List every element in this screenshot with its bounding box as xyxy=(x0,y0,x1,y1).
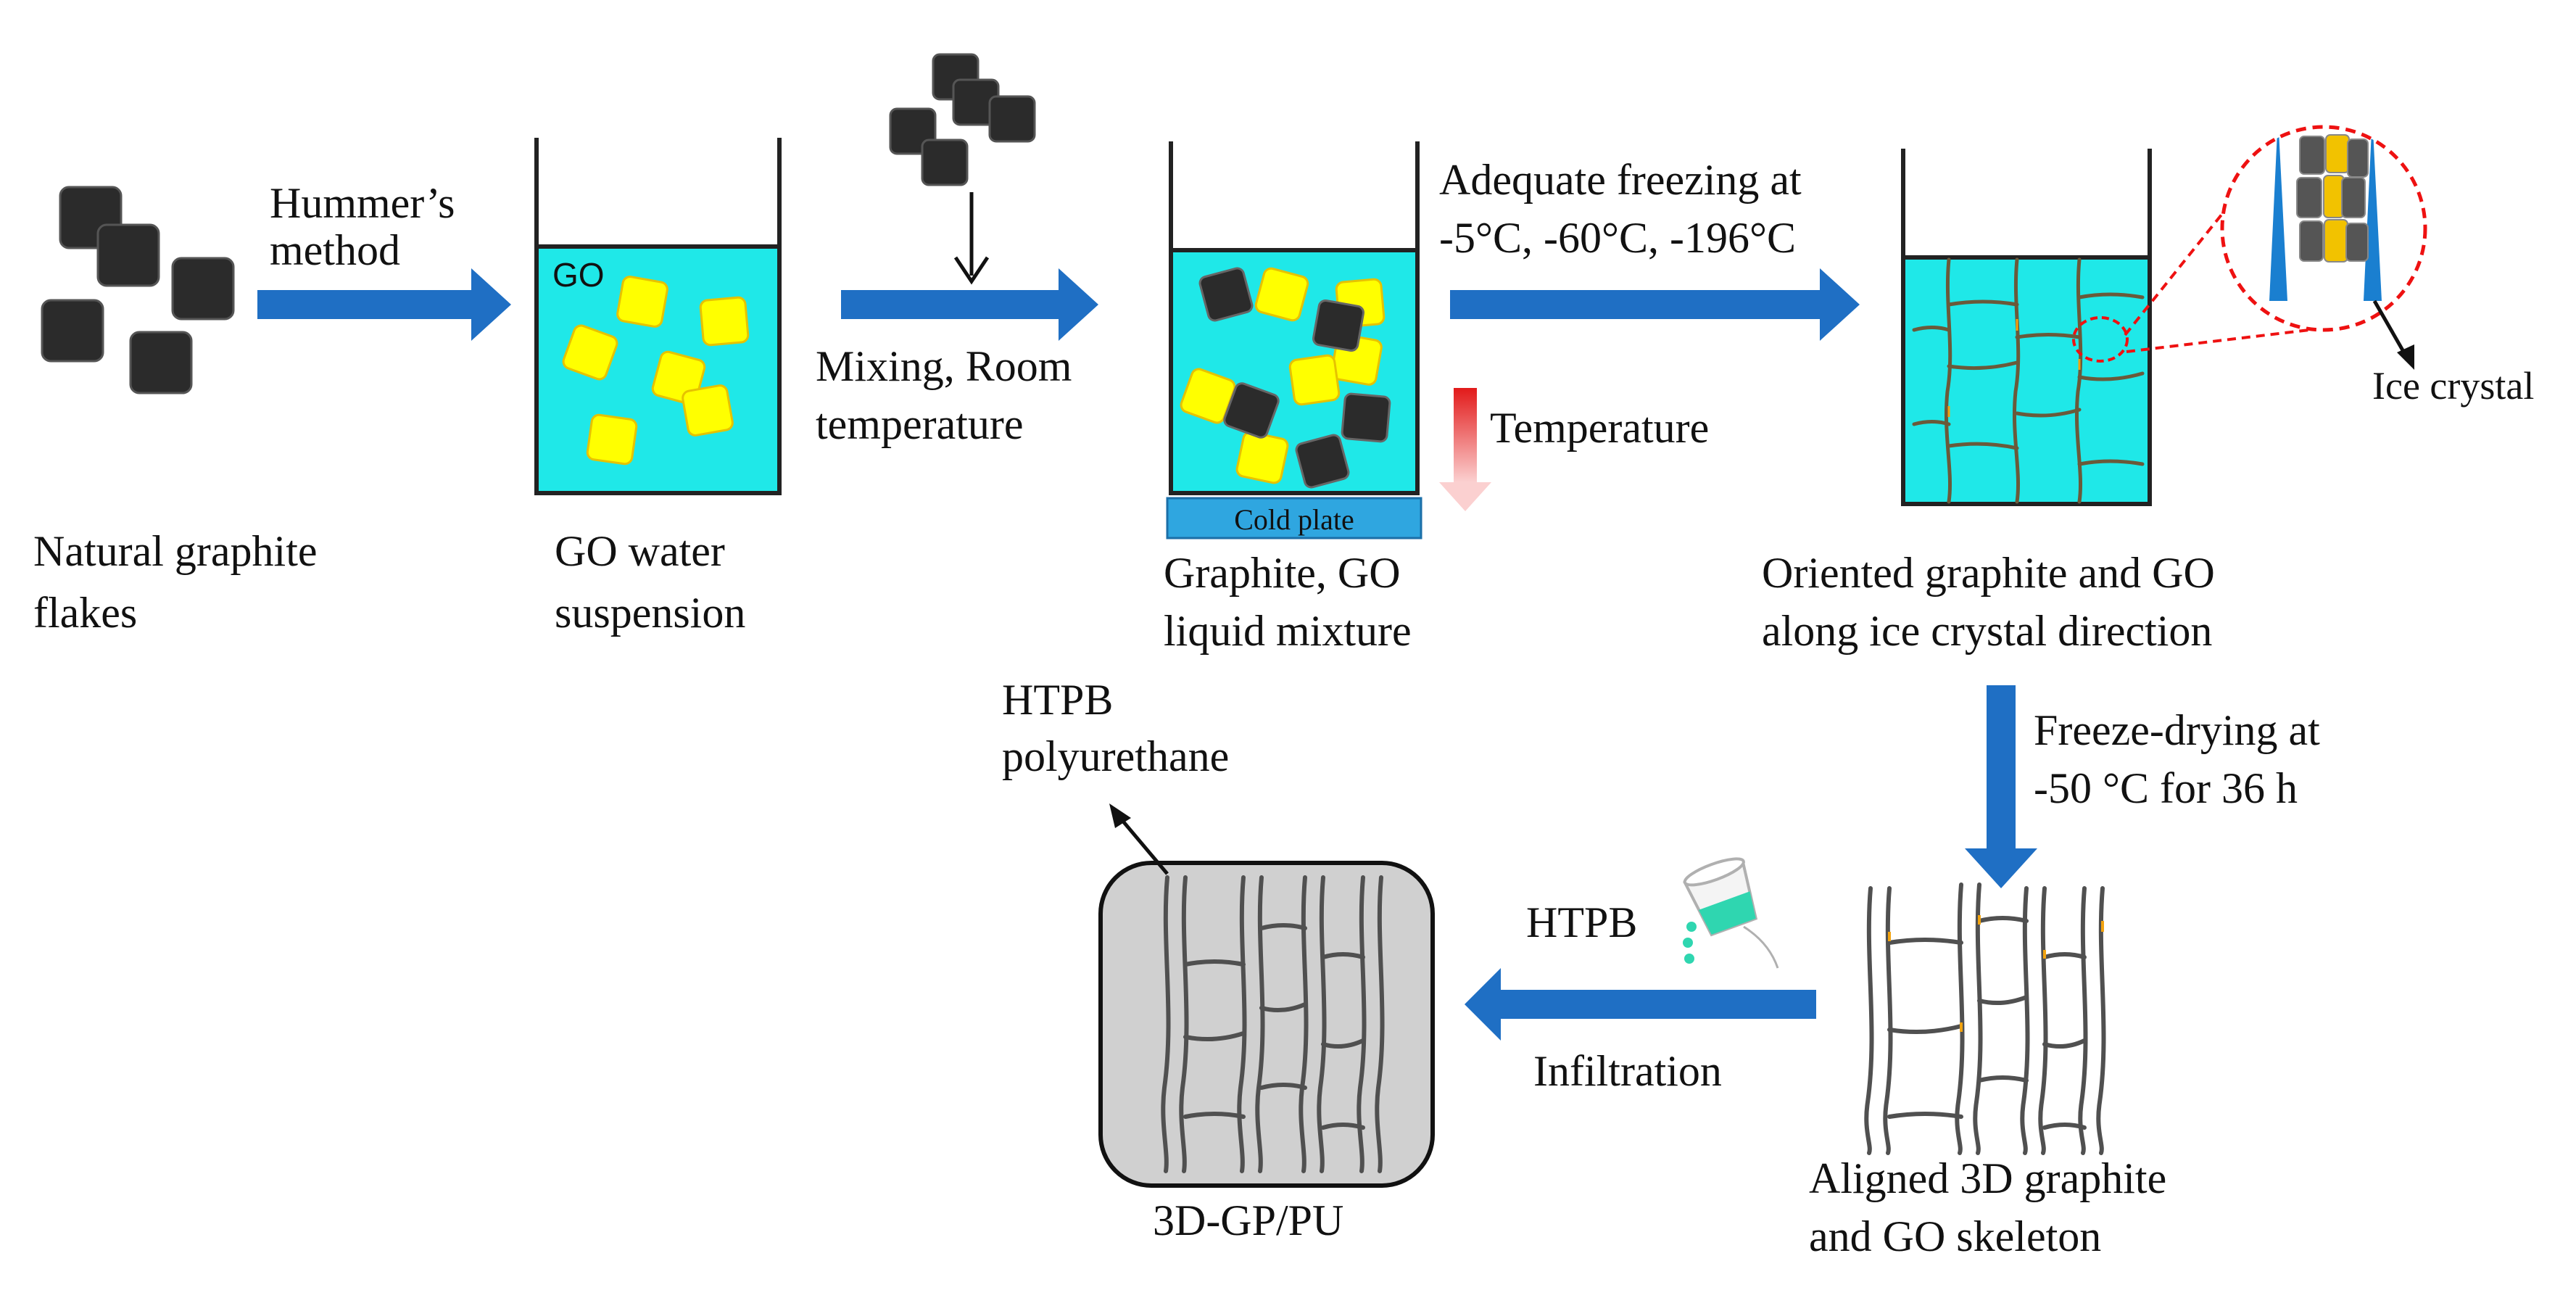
beaker-walls xyxy=(1169,141,1420,495)
hummers-label-1: Hummer’s xyxy=(270,179,455,227)
graphite-go-label-2: liquid mixture xyxy=(1164,607,1412,655)
graphite-flake xyxy=(96,223,160,287)
beaker-walls xyxy=(1901,149,2152,506)
freeze-drying-label-2: -50 °C for 36 h xyxy=(2034,764,2298,812)
temperature-label: Temperature xyxy=(1490,404,1709,452)
arrow-down xyxy=(1965,685,2037,888)
htpb-pour-label: HTPB xyxy=(1526,898,1637,946)
oriented-beaker xyxy=(1901,149,2152,506)
go-flake xyxy=(562,324,618,381)
product-label: 3D-GP/PU xyxy=(1153,1196,1343,1244)
zoom-region xyxy=(2072,316,2129,363)
freezing-label-2: -5°C, -60°C, -196°C xyxy=(1439,214,1796,262)
graphite-flake xyxy=(41,299,104,363)
go-flake xyxy=(1288,354,1341,406)
mixing-label-2: temperature xyxy=(816,400,1024,448)
freeze-drying-label-1: Freeze-drying at xyxy=(2034,706,2320,754)
mixing-label-1: Mixing, Room xyxy=(816,342,1072,390)
go-flake xyxy=(1254,267,1309,322)
ice-crystal-label: Ice crystal xyxy=(2372,364,2534,408)
graphite-feed xyxy=(889,53,1036,186)
go-flake xyxy=(1235,431,1289,484)
beaker-walls xyxy=(534,138,782,495)
feed-arrow-head xyxy=(953,256,990,285)
arrow-right-2 xyxy=(841,268,1098,341)
graphite-flake xyxy=(129,331,193,394)
go-water-label-1: GO water xyxy=(555,527,725,575)
natural-graphite-label-1: Natural graphite xyxy=(33,527,318,575)
oriented-label-2: along ice crystal direction xyxy=(1762,607,2212,655)
hummers-label-2: method xyxy=(270,226,400,274)
infiltration-label: Infiltration xyxy=(1533,1047,1722,1095)
graphite-flake xyxy=(1198,267,1254,322)
go-flake xyxy=(586,413,638,466)
temperature-gradient-arrow xyxy=(1439,388,1491,511)
graphite-flake xyxy=(921,139,969,186)
go-accents xyxy=(1888,915,2104,1032)
ice-crystal-zoom xyxy=(2124,125,2427,370)
graphite-flake xyxy=(988,95,1036,143)
go-suspension-beaker: GO xyxy=(534,138,782,495)
go-flake xyxy=(682,384,734,437)
htpb-pu-label-2: polyurethane xyxy=(1002,732,1229,780)
aligned-skeleton xyxy=(1864,882,2106,1155)
aligned-label-1: Aligned 3D graphite xyxy=(1809,1154,2166,1202)
composite-block xyxy=(1098,861,1435,1188)
graphite-flakes-stage xyxy=(41,186,235,394)
natural-graphite-label-2: flakes xyxy=(33,589,137,637)
aligned-label-2: and GO skeleton xyxy=(1809,1212,2101,1260)
graphite-flake xyxy=(1341,392,1391,443)
cold-plate xyxy=(1166,497,1422,540)
go-flake xyxy=(616,276,668,328)
graphite-flake xyxy=(1295,434,1350,489)
go-tag: GO xyxy=(552,256,605,294)
graphite-go-label-1: Graphite, GO xyxy=(1164,549,1401,597)
graphite-flake xyxy=(171,257,235,321)
go-flake xyxy=(699,296,750,347)
arrow-right-1 xyxy=(257,268,511,341)
mixture-beaker: Cold plate xyxy=(1166,141,1422,540)
pu-pointer-head xyxy=(1109,803,1131,828)
go-water-label-2: suspension xyxy=(555,589,745,637)
pu-pointer-line xyxy=(1115,812,1169,875)
cold-plate-label: Cold plate xyxy=(1234,503,1354,536)
arrow-right-3 xyxy=(1450,268,1860,341)
htpb-pu-label-1: HTPB xyxy=(1002,676,1113,724)
arrow-left xyxy=(1465,968,1816,1041)
graphite-flake xyxy=(1223,382,1280,439)
pouring-cup-icon xyxy=(1683,857,1779,969)
graphite-flake xyxy=(1312,299,1364,352)
freezing-label-1: Adequate freezing at xyxy=(1439,156,1802,204)
ice-crystal-shape xyxy=(2269,127,2287,301)
oriented-label-1: Oriented graphite and GO xyxy=(1762,549,2215,597)
